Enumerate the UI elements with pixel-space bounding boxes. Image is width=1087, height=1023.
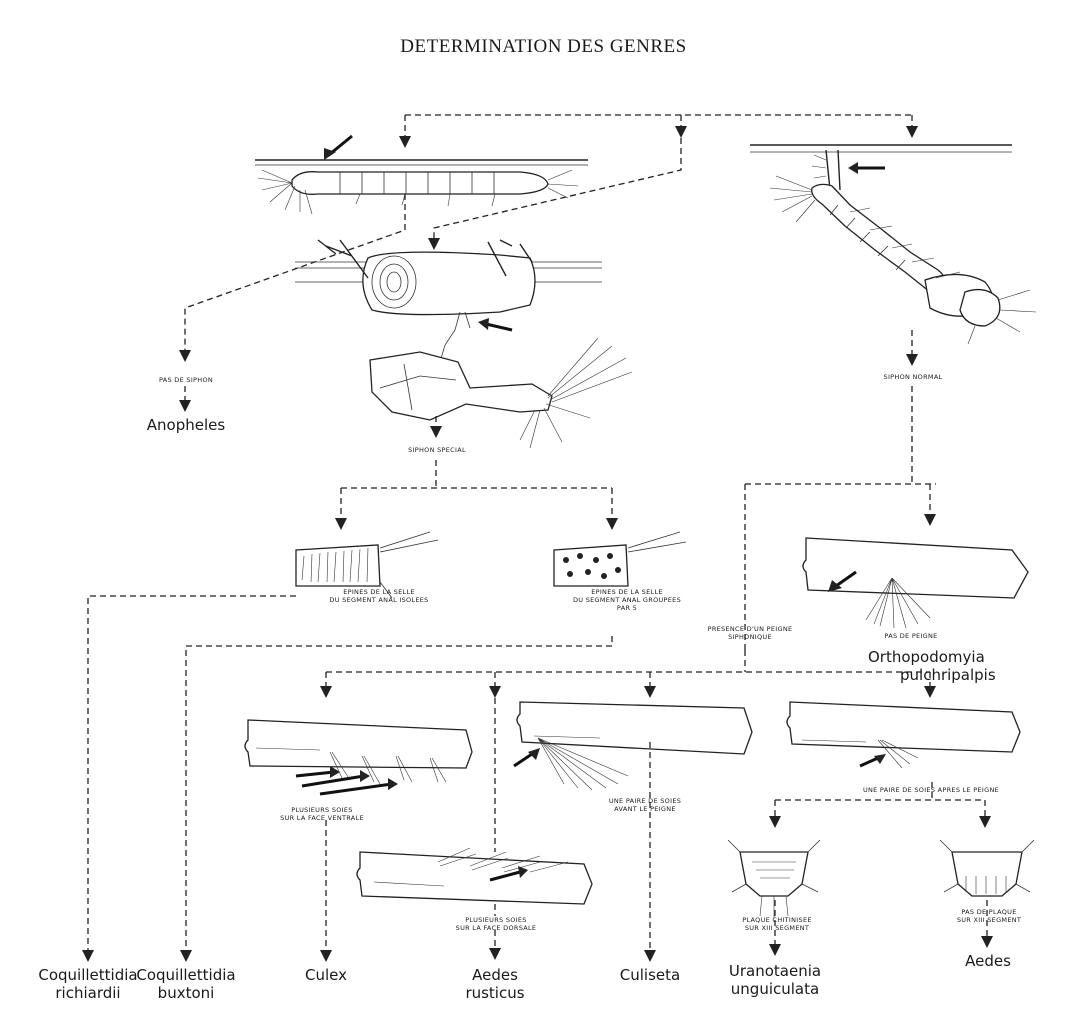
no-plate-segment-drawing [939, 839, 1035, 897]
orthopodomyia-siphon-drawing [802, 537, 1029, 629]
isolated-spines-segment-drawing [295, 531, 439, 599]
note-pas-de-siphon: PAS DE SIPHON [158, 376, 214, 384]
grouped-spines-segment-drawing [553, 531, 687, 587]
genus-label-coquillettidia-buxtoni: Coquillettidia buxtoni [136, 966, 236, 1002]
genus-label-coquillettidia-richiardii: Coquillettidia richiardii [38, 966, 138, 1002]
genus-label-aedes-rusticus: Aedes rusticus [465, 966, 525, 1002]
aedes-siphon-drawing [786, 701, 1021, 769]
genus-label-culiseta: Culiseta [619, 966, 681, 984]
anopheles-larva-drawing [255, 134, 588, 215]
culiseta-siphon-drawing [513, 701, 753, 791]
note-epines-isolees: EPINES DE LA SELLE DU SEGMENT ANAL ISOLE… [329, 588, 429, 604]
anopheles-connector [184, 194, 406, 352]
note-plusieurs-soies-ventrale: PLUSIEURS SOIES SUR LA FACE VENTRALE [280, 806, 364, 822]
special-siphon-larva-drawing [295, 138, 682, 449]
aedes-rusticus-siphon-drawing [356, 847, 593, 905]
genus-label-orthopodomyia: Orthopodomyia pulchripalpis [868, 648, 996, 684]
genus-label-anopheles: Anopheles [146, 416, 226, 434]
top-branch-connectors [399, 114, 918, 148]
genus-label-aedes: Aedes [965, 952, 1011, 970]
diagram-title: DETERMINATION DES GENRES [400, 36, 687, 57]
genus-label-uranotaenia: Uranotaenia unguiculata [728, 962, 822, 998]
note-presence-peigne: PRESENCE D'UN PEIGNE SIPHONIQUE [707, 625, 793, 641]
note-siphon-special: SIPHON SPECIAL [408, 446, 466, 454]
note-pas-de-plaque: PAS DE PLAQUE SUR XIII SEGMENT [956, 908, 1022, 924]
chitinized-plate-segment-drawing [727, 839, 821, 918]
note-epines-groupees: EPINES DE LA SELLE DU SEGMENT ANAL GROUP… [572, 588, 682, 612]
normal-siphon-larva-drawing [750, 144, 1037, 345]
second-row-connector [325, 650, 931, 688]
note-plaque-chitinisee: PLAQUE CHITINISEE SUR XIII SEGMENT [742, 916, 812, 932]
note-pas-de-peigne: PAS DE PEIGNE [884, 632, 938, 640]
genus-label-culex: Culex [305, 966, 347, 984]
note-une-paire-avant: UNE PAIRE DE SOIES AVANT LE PEIGNE [608, 797, 682, 813]
note-une-paire-apres: UNE PAIRE DE SOIES APRES LE PEIGNE [862, 786, 1000, 794]
note-plusieurs-soies-dorsale: PLUSIEURS SOIES SUR LA FACE DORSALE [455, 916, 537, 932]
culex-siphon-drawing [244, 719, 473, 796]
note-siphon-normal: SIPHON NORMAL [883, 373, 943, 381]
